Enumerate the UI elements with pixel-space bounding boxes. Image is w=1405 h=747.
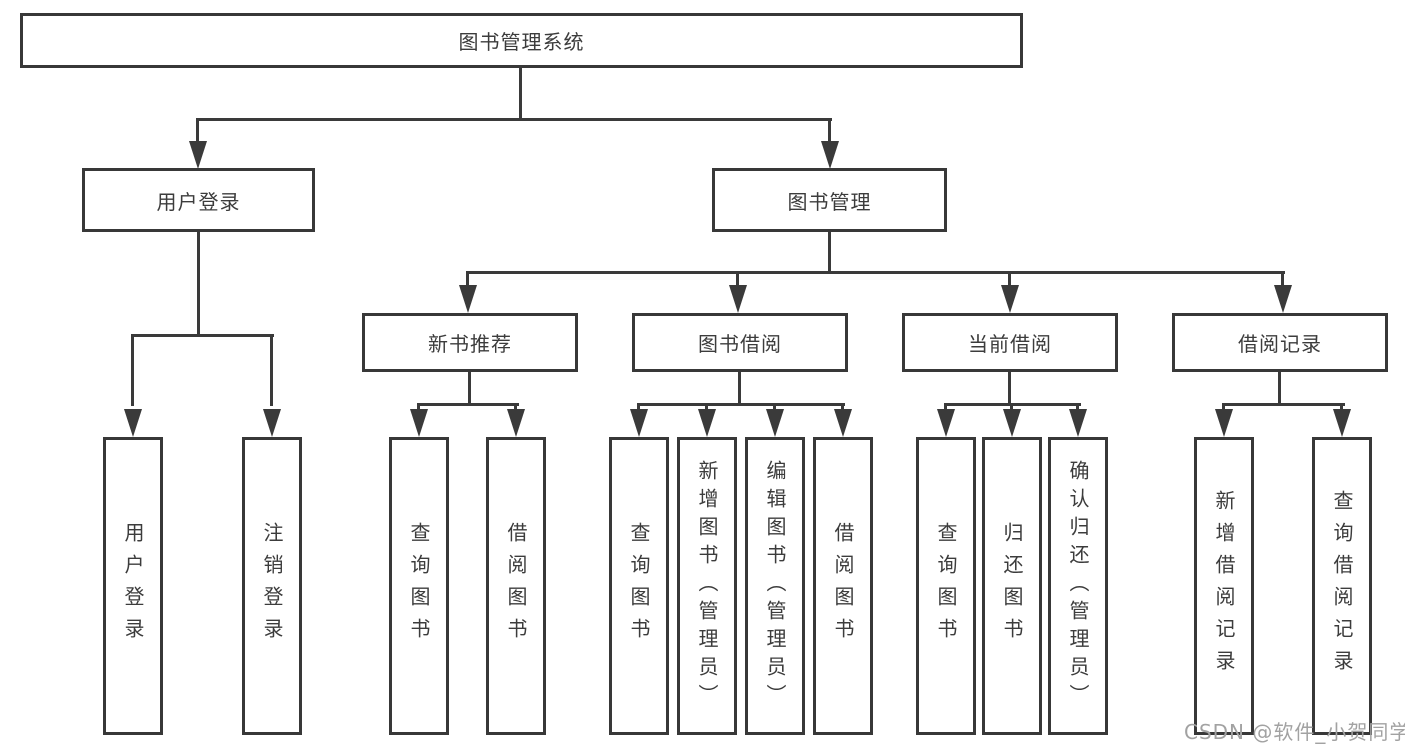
arrowhead-to-leaf-borrow-book-1 (507, 409, 525, 437)
leaf-borrow-book-under-borrowing: 借阅图书 (813, 437, 873, 735)
arrowhead-to-current-borrow (1001, 285, 1019, 313)
leaf-query-book-under-recommend: 查询图书 (389, 437, 449, 735)
connector-leaf-stem (773, 403, 776, 413)
node-book-management: 图书管理 (712, 168, 947, 232)
connector-to-borrow-record-stem (1281, 271, 1284, 287)
node-new-book-recommend-label: 新书推荐 (428, 332, 512, 356)
leaf-add-borrow-record-label: 新增借阅记录 (1212, 490, 1236, 682)
node-user-login-label: 用户登录 (156, 189, 241, 214)
leaf-query-borrow-record-label: 查询借阅记录 (1330, 490, 1354, 682)
connector-to-book-management-stem (828, 118, 831, 144)
leaf-return-book-label: 归还图书 (1000, 522, 1024, 650)
leaf-query-book-under-current: 查询图书 (916, 437, 976, 735)
arrowhead-to-leaf-query-book-3 (937, 409, 955, 437)
leaf-query-book-label: 查询图书 (934, 522, 958, 650)
leaf-borrow-book-label: 借阅图书 (504, 522, 528, 650)
connector-leaf-stem (705, 403, 708, 413)
connector-current-borrow-stem (1008, 372, 1011, 406)
connector-book-management-stem (828, 232, 831, 274)
connector-leaf-stem (637, 403, 640, 413)
connector-leaf-stem (944, 403, 947, 413)
leaf-add-borrow-record: 新增借阅记录 (1194, 437, 1254, 735)
arrowhead-to-book-management (821, 141, 839, 169)
node-root-library-management-system: 图书管理系统 (20, 13, 1023, 68)
node-root-label: 图书管理系统 (458, 30, 585, 54)
connector-new-book-crossbar (417, 403, 519, 406)
connector-leaf-stem (1076, 403, 1079, 413)
arrowhead-to-leaf-edit-book (766, 409, 784, 437)
csdn-watermark: CSDN @软件_小贺同学 (1184, 720, 1405, 744)
arrowhead-to-leaf-return-book (1003, 409, 1021, 437)
node-borrowing-records-label: 借阅记录 (1238, 332, 1322, 356)
connector-to-user-login-stem (196, 118, 199, 144)
connector-leaf-stem (514, 403, 517, 413)
connector-leaf-stem (1010, 403, 1013, 413)
arrowhead-to-user-login (189, 141, 207, 169)
leaf-add-book-admin: 新增图书（管理员） (677, 437, 737, 735)
arrowhead-to-leaf-query-record (1333, 409, 1351, 437)
arrowhead-to-leaf-query-book-1 (410, 409, 428, 437)
node-book-borrowing: 图书借阅 (632, 313, 848, 372)
arrowhead-to-new-book (459, 285, 477, 313)
arrowhead-to-leaf-logout (263, 409, 281, 437)
connector-leaf-stem (1340, 403, 1343, 413)
leaf-edit-book-admin-label: 编辑图书（管理员） (763, 460, 787, 712)
connector-leaf-stem (417, 403, 420, 413)
node-borrowing-records: 借阅记录 (1172, 313, 1388, 372)
connector-level3-crossbar (466, 271, 1285, 274)
node-book-borrowing-label: 图书借阅 (698, 332, 782, 356)
node-new-book-recommend: 新书推荐 (362, 313, 578, 372)
leaf-confirm-return-admin: 确认归还（管理员） (1048, 437, 1108, 735)
leaf-borrow-book-under-recommend: 借阅图书 (486, 437, 546, 735)
connector-to-leaf-logout-stem (270, 334, 273, 406)
connector-to-current-borrow-stem (1008, 271, 1011, 287)
connector-leaf-stem (841, 403, 844, 413)
arrowhead-to-leaf-add-book (698, 409, 716, 437)
node-user-login: 用户登录 (82, 168, 315, 232)
connector-root-stem (519, 68, 522, 121)
leaf-add-book-admin-label: 新增图书（管理员） (695, 460, 719, 712)
leaf-edit-book-admin: 编辑图书（管理员） (745, 437, 805, 735)
node-book-management-label: 图书管理 (787, 189, 872, 214)
leaf-logout: 注销登录 (242, 437, 302, 735)
arrowhead-to-book-borrow (729, 285, 747, 313)
arrowhead-to-leaf-confirm-return (1069, 409, 1087, 437)
connector-to-leaf-login-stem (131, 334, 134, 406)
connector-user-login-stem (197, 232, 200, 337)
connector-borrow-record-stem (1278, 372, 1281, 406)
arrowhead-to-leaf-add-record (1215, 409, 1233, 437)
leaf-user-login-label: 用户登录 (121, 522, 145, 650)
arrowhead-to-leaf-login (124, 409, 142, 437)
leaf-query-book-under-borrowing: 查询图书 (609, 437, 669, 735)
leaf-confirm-return-admin-label: 确认归还（管理员） (1066, 460, 1090, 712)
connector-book-borrow-crossbar (637, 403, 845, 406)
leaf-user-login: 用户登录 (103, 437, 163, 735)
connector-level2-crossbar (197, 118, 832, 121)
connector-book-borrow-stem (738, 372, 741, 406)
connector-borrow-record-crossbar (1222, 403, 1345, 406)
leaf-borrow-book-label: 借阅图书 (831, 522, 855, 650)
connector-to-new-book-stem (466, 271, 469, 287)
leaf-query-borrow-record: 查询借阅记录 (1312, 437, 1372, 735)
connector-to-book-borrow-stem (736, 271, 739, 287)
leaf-logout-label: 注销登录 (260, 522, 284, 650)
arrowhead-to-leaf-borrow-book-2 (834, 409, 852, 437)
arrowhead-to-borrow-record (1274, 285, 1292, 313)
connector-new-book-stem (468, 372, 471, 406)
node-current-borrowing: 当前借阅 (902, 313, 1118, 372)
leaf-query-book-label: 查询图书 (627, 522, 651, 650)
leaf-query-book-label: 查询图书 (407, 522, 431, 650)
leaf-return-book: 归还图书 (982, 437, 1042, 735)
node-current-borrowing-label: 当前借阅 (968, 332, 1052, 356)
connector-user-login-crossbar (131, 334, 274, 337)
connector-leaf-stem (1222, 403, 1225, 413)
arrowhead-to-leaf-query-book-2 (630, 409, 648, 437)
